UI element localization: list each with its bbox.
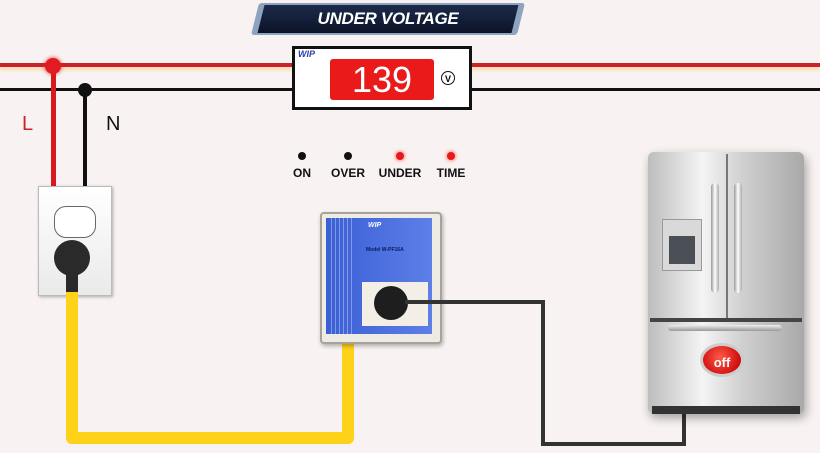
neutral-label: N [106, 113, 121, 135]
live-drop-wire [51, 65, 56, 187]
live-label: L [22, 113, 34, 135]
fridge-base [652, 406, 800, 414]
appliance-cable-segment [682, 412, 686, 446]
led-icon [447, 152, 455, 160]
drawer-handle [668, 325, 782, 331]
dispenser-recess [669, 236, 695, 264]
appliance-cable-segment [541, 442, 686, 446]
yellow-cable-segment [342, 338, 354, 444]
device-brand-logo: WIP [368, 222, 382, 229]
indicator-under: UNDER [370, 152, 430, 180]
fridge-drawer-separator [650, 318, 802, 322]
yellow-cable-segment [66, 432, 354, 444]
device-model-label: Model W-PF16A [366, 247, 404, 253]
indicator-on: ON [272, 152, 332, 180]
led-icon [298, 152, 306, 160]
yellow-cable-segment [66, 292, 78, 444]
fridge-handle-right [734, 183, 742, 293]
fridge-door-split [726, 154, 728, 319]
plug-icon [374, 286, 408, 320]
led-icon [344, 152, 352, 160]
appliance-cable-segment [541, 300, 545, 446]
device-stripes [328, 218, 352, 334]
indicator-time: TIME [421, 152, 481, 180]
appliance-off-button[interactable]: off [700, 343, 744, 377]
neutral-drop-wire [83, 90, 87, 187]
plug-tail [66, 270, 78, 294]
fridge-handle-left [711, 183, 719, 293]
neutral-junction-node [78, 83, 92, 97]
meter-brand-logo: WIP [298, 49, 315, 59]
indicator-over: OVER [318, 152, 378, 180]
volt-unit-icon: V [441, 71, 455, 85]
live-junction-node [45, 58, 61, 74]
appliance-cable-segment [405, 300, 545, 304]
title-text: UNDER VOLTAGE [317, 9, 459, 28]
outlet-socket-icon [54, 206, 96, 238]
voltage-reading: 139 [330, 59, 434, 100]
led-icon [396, 152, 404, 160]
